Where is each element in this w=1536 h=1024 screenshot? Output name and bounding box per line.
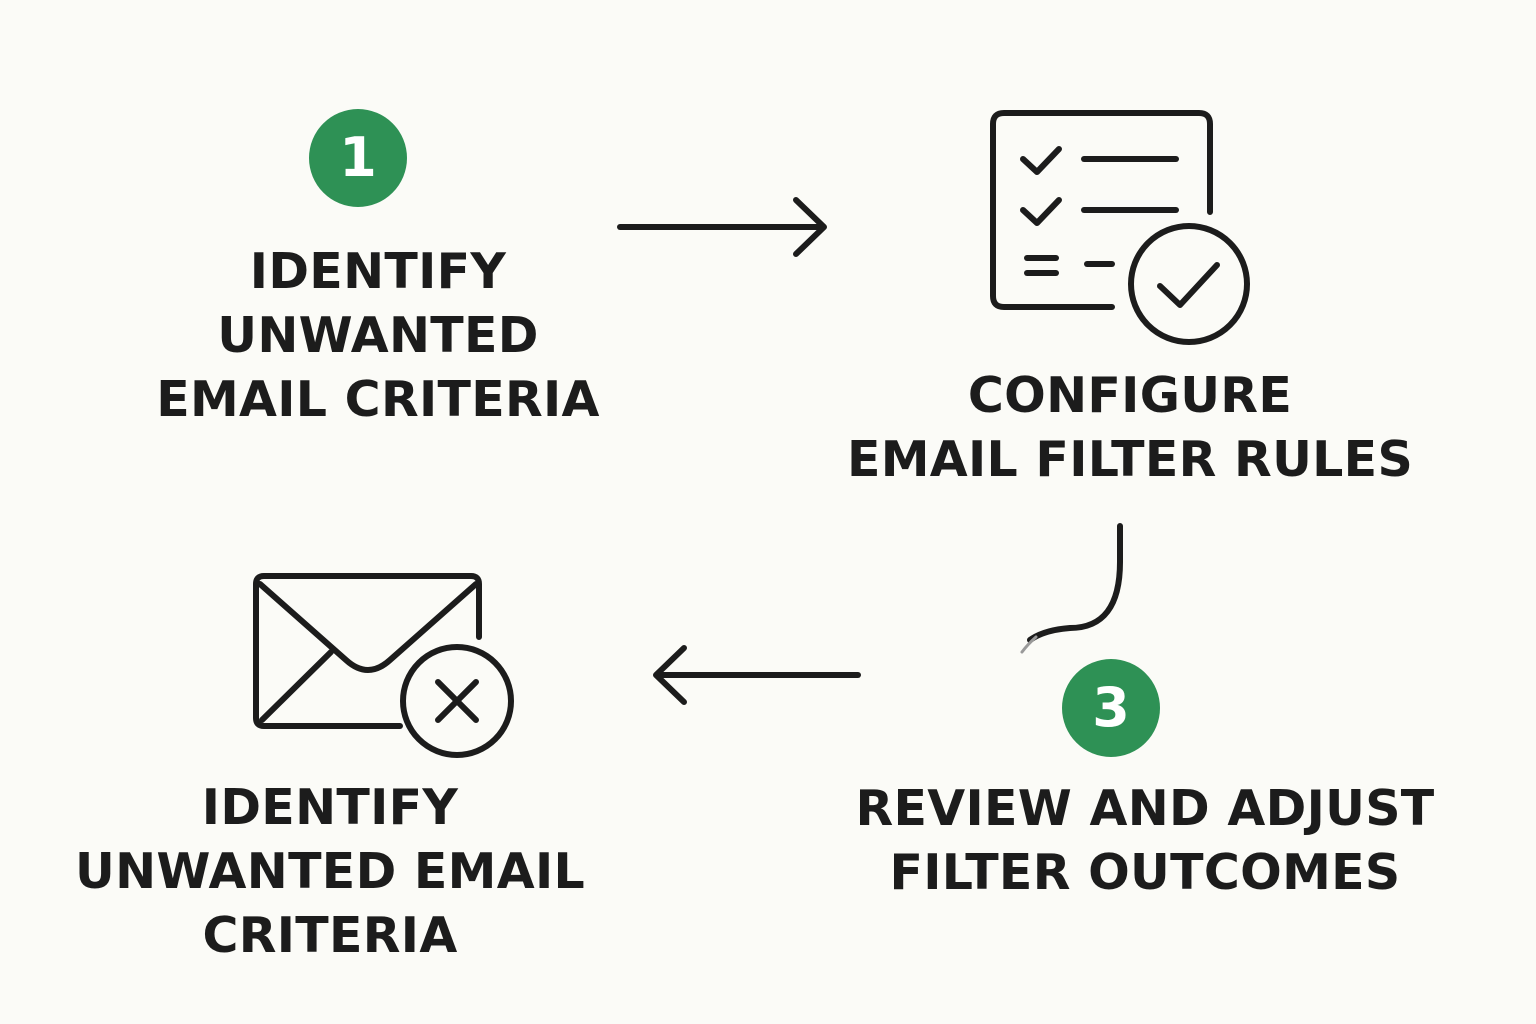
step-4-label: IDENTIFY UNWANTED EMAIL CRITERIA: [75, 776, 585, 968]
step-1-number: 1: [339, 126, 377, 189]
step-1-label-line-3: EMAIL CRITERIA: [156, 371, 600, 428]
step-2-label-line-2: EMAIL FILTER RULES: [846, 431, 1414, 488]
step-1-badge: 1: [309, 109, 407, 207]
step-2-label-line-1: CONFIGURE: [967, 367, 1293, 424]
step-1-label-line-1: IDENTIFY: [249, 243, 507, 300]
step-2-label: CONFIGURE EMAIL FILTER RULES: [847, 364, 1413, 492]
email-blocked-icon: [253, 573, 514, 758]
step-3-label-line-1: REVIEW AND ADJUST: [855, 780, 1435, 837]
step-3-label-line-2: FILTER OUTCOMES: [889, 844, 1401, 901]
checklist-approved-icon: [990, 110, 1250, 345]
step-4-label-line-1: IDENTIFY: [201, 779, 459, 836]
step-3-badge: 3: [1062, 659, 1160, 757]
step-3-label: REVIEW AND ADJUST FILTER OUTCOMES: [855, 777, 1434, 905]
arrow-right-icon: [617, 197, 827, 257]
step-1-label-line-2: UNWANTED: [217, 307, 539, 364]
curved-connector-icon: [1020, 523, 1123, 654]
step-4-label-line-3: CRITERIA: [202, 907, 458, 964]
step-4-label-line-2: UNWANTED EMAIL: [74, 843, 586, 900]
step-1-label: IDENTIFY UNWANTED EMAIL CRITERIA: [156, 240, 600, 432]
step-3-number: 3: [1092, 676, 1130, 739]
arrow-left-icon: [653, 645, 861, 705]
